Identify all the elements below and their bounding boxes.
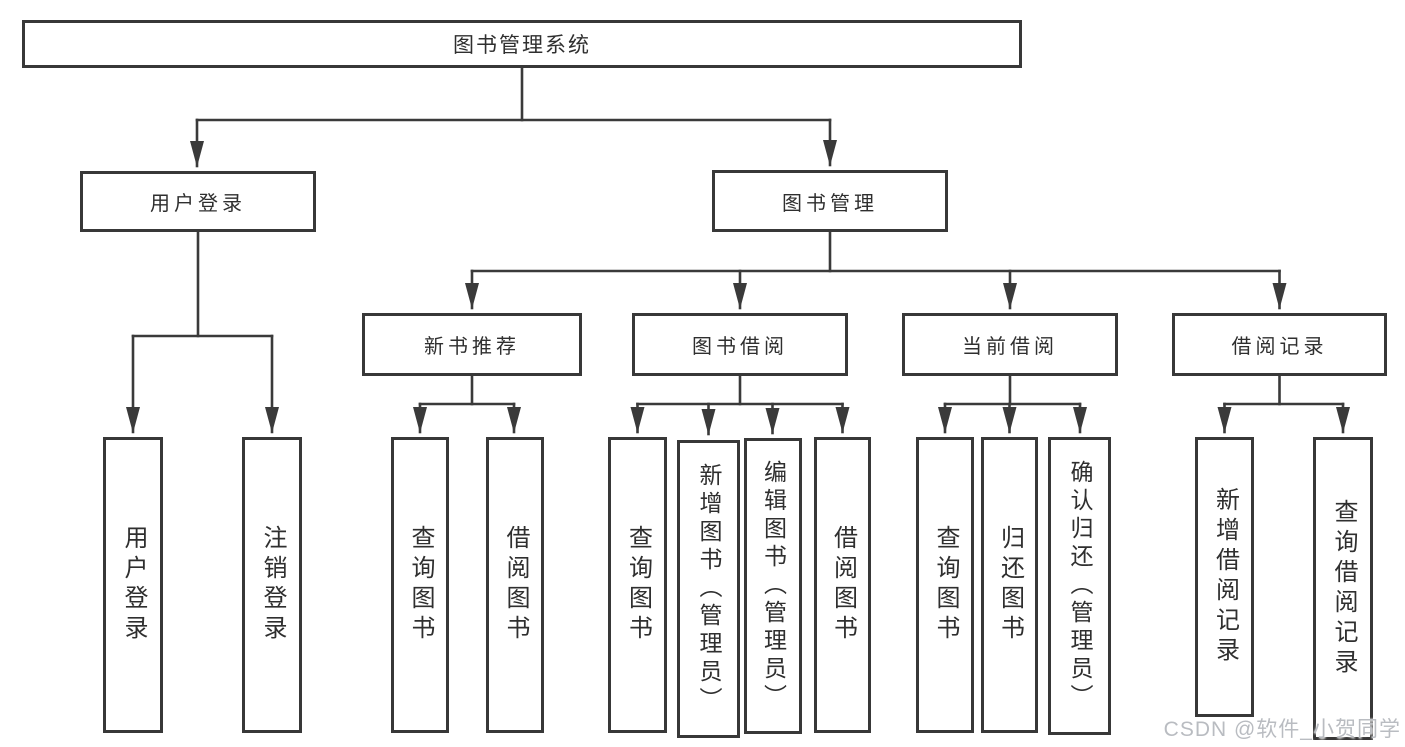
leaf-logout-label: 注销登录 <box>259 525 286 645</box>
leaf-add-borrow-record: 新增借阅记录 <box>1195 437 1254 717</box>
leaf-user-login-label: 用户登录 <box>120 525 147 645</box>
node-book-borrowing-label: 图书借阅 <box>692 336 788 358</box>
node-new-book-recommend: 新书推荐 <box>362 313 582 376</box>
node-system-root-label: 图书管理系统 <box>453 34 591 57</box>
leaf-confirm-return-admin: 确认归还（管理员） <box>1048 437 1111 735</box>
node-system-root: 图书管理系统 <box>22 20 1022 68</box>
leaf-current-query-books-label: 查询图书 <box>932 525 959 645</box>
node-book-borrowing: 图书借阅 <box>632 313 848 376</box>
csdn-watermark: CSDN @软件_小贺同学 <box>1163 718 1401 741</box>
node-borrowing-records: 借阅记录 <box>1172 313 1387 376</box>
leaf-add-borrow-record-label: 新增借阅记录 <box>1211 487 1239 667</box>
leaf-current-query-books: 查询图书 <box>916 437 974 733</box>
node-new-book-recommend-label: 新书推荐 <box>424 336 520 358</box>
leaf-borrowing-query-books: 查询图书 <box>608 437 667 733</box>
node-current-borrowing-label: 当前借阅 <box>962 336 1058 358</box>
node-borrowing-records-label: 借阅记录 <box>1231 336 1328 358</box>
leaf-recommend-borrow-books: 借阅图书 <box>486 437 544 733</box>
leaf-add-books-admin-label: 新增图书（管理员） <box>696 463 722 715</box>
node-user-login: 用户登录 <box>80 171 316 232</box>
leaf-return-books: 归还图书 <box>981 437 1038 733</box>
leaf-borrowing-query-books-label: 查询图书 <box>624 525 652 645</box>
leaf-borrowing-borrow-books: 借阅图书 <box>814 437 871 733</box>
leaf-user-login: 用户登录 <box>103 437 163 733</box>
leaf-edit-books-admin: 编辑图书（管理员） <box>744 438 802 734</box>
node-user-login-label: 用户登录 <box>150 193 246 215</box>
leaf-recommend-query-books-label: 查询图书 <box>407 525 434 645</box>
node-book-management-label: 图书管理 <box>782 192 878 215</box>
leaf-recommend-borrow-books-label: 借阅图书 <box>502 525 529 645</box>
leaf-query-borrow-record: 查询借阅记录 <box>1313 437 1373 740</box>
leaf-edit-books-admin-label: 编辑图书（管理员） <box>760 460 787 712</box>
node-current-borrowing: 当前借阅 <box>902 313 1118 376</box>
leaf-logout: 注销登录 <box>242 437 302 733</box>
leaf-borrowing-borrow-books-label: 借阅图书 <box>829 525 857 645</box>
node-book-management: 图书管理 <box>712 170 948 232</box>
leaf-recommend-query-books: 查询图书 <box>391 437 449 733</box>
leaf-confirm-return-admin-label: 确认归还（管理员） <box>1067 460 1093 712</box>
leaf-query-borrow-record-label: 查询借阅记录 <box>1330 498 1357 679</box>
leaf-return-books-label: 归还图书 <box>996 525 1024 645</box>
leaf-add-books-admin: 新增图书（管理员） <box>677 440 740 738</box>
